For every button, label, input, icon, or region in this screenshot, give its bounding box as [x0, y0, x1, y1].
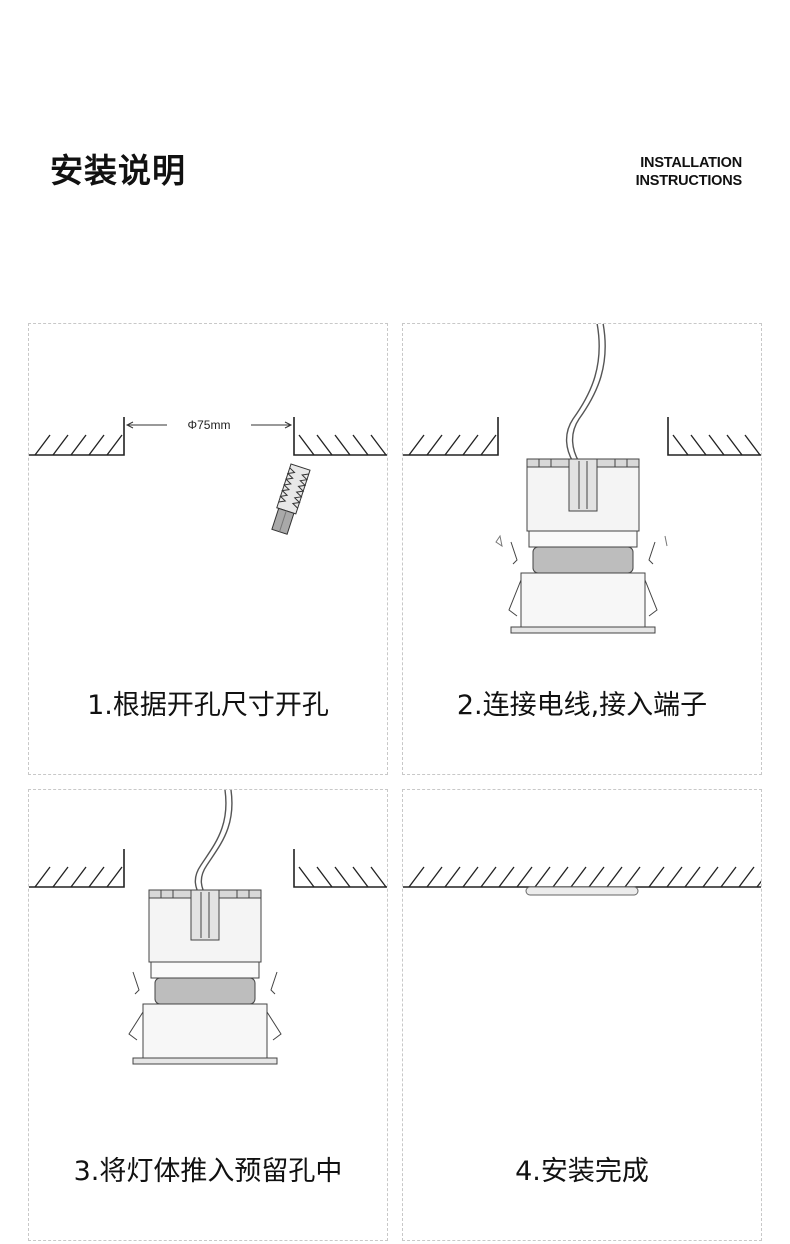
power-wire	[565, 324, 606, 463]
hole-saw-icon	[271, 463, 311, 535]
step-1-panel: Φ75mm 1.根据开孔尺寸开孔	[28, 323, 388, 775]
dimension-line	[125, 421, 293, 429]
step-3-caption: 3.将灯体推入预留孔中	[73, 1156, 343, 1187]
step-4-caption: 4.安装完成	[515, 1156, 649, 1187]
downlight-icon	[508, 530, 658, 634]
step-2-illustration	[403, 324, 761, 634]
step-2-panel: 2.连接电线,接入端子	[402, 323, 762, 775]
ceiling-left	[403, 417, 499, 456]
step-4-panel: 4.安装完成	[402, 789, 762, 1241]
downlight-icon	[128, 961, 282, 1065]
ceiling-left	[29, 417, 125, 456]
page-title: 安装说明	[50, 151, 186, 190]
ceiling-left	[29, 849, 125, 888]
subtitle-line-1: INSTALLATION	[640, 155, 742, 171]
terminal-block	[148, 889, 262, 963]
page-subtitle-en: INSTALLATION INSTRUCTIONS	[635, 154, 743, 190]
dimension-label: Φ75mm	[188, 418, 231, 432]
step-2-caption: 2.连接电线,接入端子	[456, 690, 708, 721]
ceiling-right	[293, 849, 387, 888]
step-3-panel: 3.将灯体推入预留孔中	[28, 789, 388, 1241]
ceiling-right	[667, 417, 761, 456]
step-1-illustration: Φ75mm	[29, 417, 387, 535]
step-1-caption: 1.根据开孔尺寸开孔	[87, 690, 329, 721]
terminal-block	[526, 458, 640, 532]
step-3-illustration	[29, 790, 387, 1065]
subtitle-line-2: INSTRUCTIONS	[635, 173, 743, 189]
power-wire	[194, 790, 233, 899]
ceiling-right	[293, 417, 387, 456]
installed-downlight-icon	[525, 886, 639, 896]
ceiling	[403, 866, 761, 888]
step-4-illustration	[403, 866, 761, 896]
spring-mark	[495, 534, 668, 548]
